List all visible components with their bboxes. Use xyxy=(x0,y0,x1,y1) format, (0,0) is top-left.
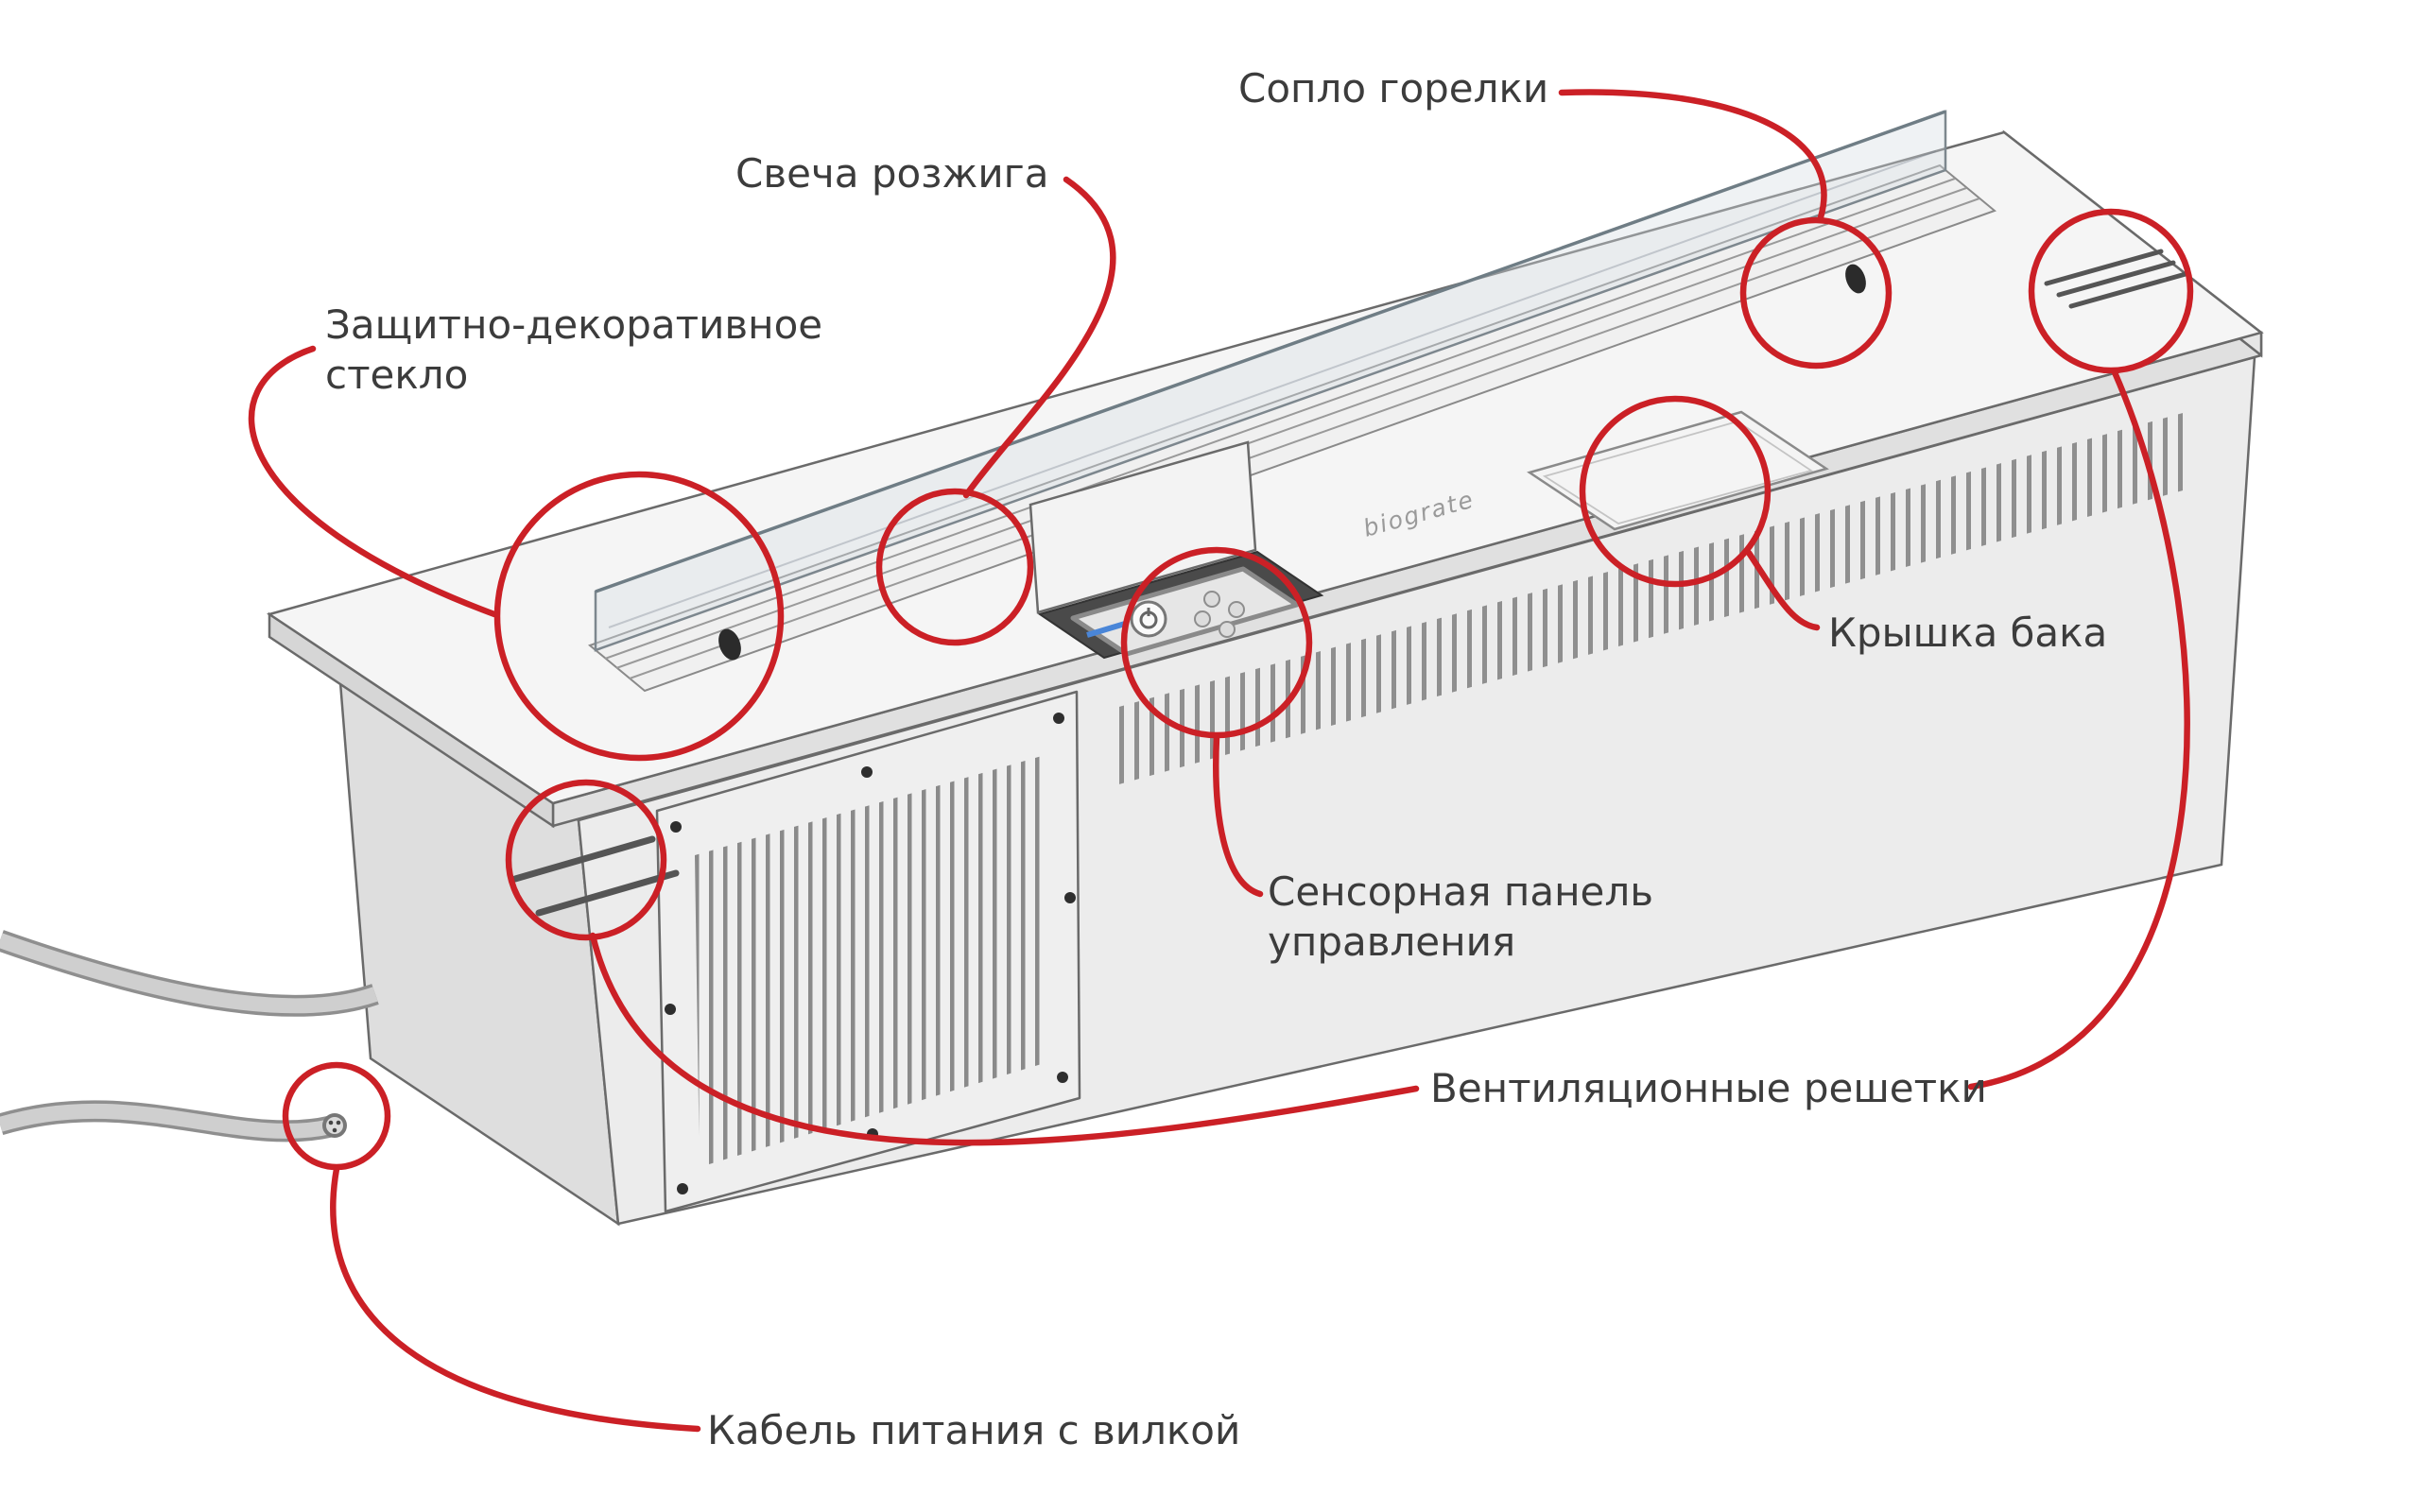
burner-nozzle-knob xyxy=(1845,264,1866,294)
left-access-panel xyxy=(655,690,1081,1213)
annotation-line-glass xyxy=(248,345,498,618)
label-protective-glass: Защитно-декоративное стекло xyxy=(325,301,823,398)
power-cable-lower xyxy=(0,1100,334,1143)
annotation-line-nozzle xyxy=(1558,89,1827,221)
label-ignition-plug: Свеча розжига xyxy=(735,150,1049,197)
glass-top-edge xyxy=(595,110,1946,593)
burner-rail xyxy=(604,178,1980,679)
front-left-vent-grille xyxy=(511,835,680,917)
annotation-line-vent-left xyxy=(589,932,1420,1146)
power-button xyxy=(1130,600,1167,638)
aux-buttons xyxy=(1194,591,1245,638)
top-right-vent-grille xyxy=(2044,249,2188,309)
control-lid xyxy=(1028,440,1257,614)
power-cable-upper xyxy=(0,930,379,1017)
annotation-circle-tank-lid xyxy=(1579,395,1772,588)
glass-reflection xyxy=(608,150,1937,628)
control-panel-face xyxy=(1070,566,1300,657)
annotation-line-cable xyxy=(330,1165,701,1433)
front-vent-band xyxy=(1115,410,2193,785)
access-panel-screws xyxy=(665,713,1076,1194)
label-power-cable: Кабель питания с вилкой xyxy=(707,1407,1241,1453)
device-body xyxy=(338,355,2256,1227)
annotation-circle-ignition xyxy=(875,488,1034,646)
annotation-line-tank-lid xyxy=(1745,549,1821,631)
touch-control-panel xyxy=(1028,440,1324,660)
status-indicator xyxy=(1086,621,1126,638)
label-tank-lid: Крышка бака xyxy=(1828,610,2108,656)
annotation-circle-right-vent xyxy=(2028,208,2194,374)
annotation-circle-left-vent xyxy=(505,779,667,941)
annotation-line-control-panel xyxy=(1213,733,1264,898)
label-touch-panel: Сенсорная панель управления xyxy=(1268,868,1653,965)
label-ventilation-grilles: Вентиляционные решетки xyxy=(1430,1065,1987,1111)
ignition-electrode-knob xyxy=(718,628,741,661)
annotations xyxy=(248,89,2194,1433)
annotation-line-ignition xyxy=(962,176,1116,499)
access-panel-slats xyxy=(695,756,1045,1167)
annotation-circle-nozzle xyxy=(1739,216,1893,369)
annotation-circle-glass xyxy=(493,471,785,762)
burner-assembly xyxy=(588,110,1996,693)
label-burner-nozzle: Сопло горелки xyxy=(1238,65,1549,112)
annotation-line-vent-right xyxy=(1967,369,2190,1091)
cable-plug-end xyxy=(322,1113,347,1138)
